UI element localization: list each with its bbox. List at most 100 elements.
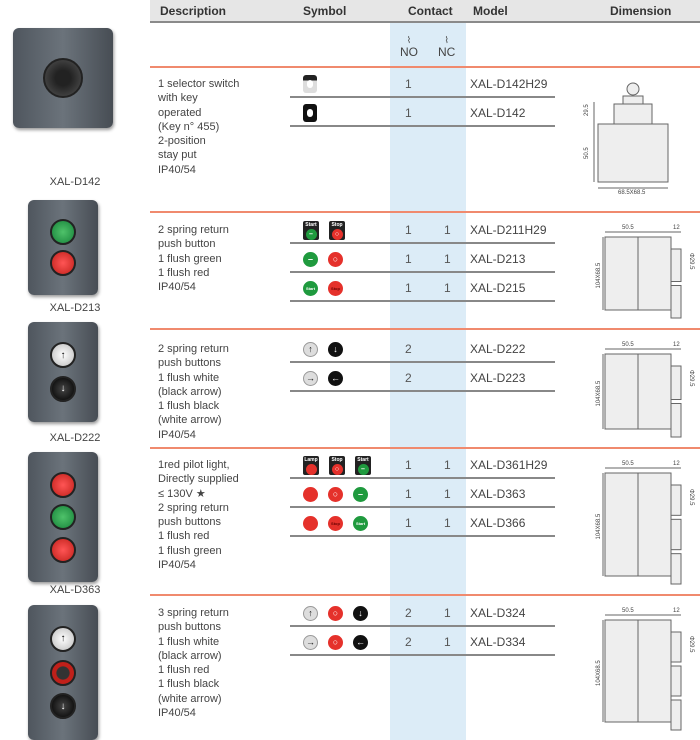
symbol-group: Start Stop xyxy=(303,278,343,298)
row-divider xyxy=(290,125,555,127)
key-button xyxy=(43,58,83,98)
svg-text:12: 12 xyxy=(673,461,680,467)
no-count: 1 xyxy=(405,281,412,295)
white-button: ↑ xyxy=(50,625,76,652)
model-number: XAL-D324 xyxy=(470,606,526,620)
svg-text:104X68.5: 104X68.5 xyxy=(596,380,602,406)
row-divider xyxy=(290,242,555,244)
white-button: ↑ xyxy=(50,342,76,369)
red-lamp-icon xyxy=(303,486,318,502)
symbol-group: →○← xyxy=(303,632,368,652)
black-down-arrow-icon: ↓ xyxy=(328,341,343,357)
dim-width: 50.5 xyxy=(622,225,634,231)
model-number: XAL-D213 xyxy=(470,252,526,266)
symbol-group xyxy=(303,103,317,123)
green-button xyxy=(50,504,76,530)
red-button xyxy=(50,471,76,498)
symbol-group: Start–Stop○ xyxy=(303,220,345,240)
dimension-drawing: 29.5 50.5 68.5X68.5 xyxy=(566,74,696,210)
row-divider xyxy=(290,271,555,273)
symbol-group: ↑↓ xyxy=(303,339,343,359)
no-count: 1 xyxy=(405,77,412,91)
svg-text:50.5: 50.5 xyxy=(584,147,590,159)
black-button: ↓ xyxy=(50,693,76,720)
nc-count: 1 xyxy=(444,516,451,530)
red-stop-text-icon: Stop xyxy=(328,515,343,531)
model-number: XAL-D215 xyxy=(470,281,526,295)
svg-text:68.5X68.5: 68.5X68.5 xyxy=(618,190,646,196)
red-flush-icon: ○ xyxy=(328,251,343,267)
product-image xyxy=(8,28,118,128)
nc-label: NC xyxy=(438,45,456,59)
table-header: Description Symbol Contact Model Dimensi… xyxy=(150,0,700,23)
model-number: XAL-D142H29 xyxy=(470,77,548,91)
svg-text:29.5: 29.5 xyxy=(584,104,590,116)
red-flush-icon: ○ xyxy=(328,486,343,502)
red-button xyxy=(50,536,76,563)
nc-count: 1 xyxy=(444,635,451,649)
red-flush-icon: ○ xyxy=(328,605,343,621)
red-stop-text-icon: Stop xyxy=(328,280,343,296)
green-start-label-lens: – xyxy=(305,228,317,240)
row-divider xyxy=(290,361,555,363)
symbol-group: →← xyxy=(303,368,343,388)
no-count: 1 xyxy=(405,458,412,472)
model-number: XAL-D363 xyxy=(470,487,526,501)
product-description: 2 spring return push buttons 1 flush whi… xyxy=(158,343,229,441)
red-stop-label-lens: ○ xyxy=(331,463,343,475)
svg-text:Φ29.5: Φ29.5 xyxy=(688,253,694,270)
model-number: XAL-D223 xyxy=(470,371,526,385)
green-start-label-caption: Start xyxy=(305,221,317,228)
nc-count: 1 xyxy=(444,223,451,237)
no-count: 2 xyxy=(405,342,412,356)
no-count: 1 xyxy=(405,106,412,120)
black-left-arrow-icon: ← xyxy=(353,634,368,650)
white-up-arrow-icon: ↑ xyxy=(303,605,318,621)
red-stop-label-caption: Stop xyxy=(331,456,343,463)
symbol-group xyxy=(303,74,317,94)
svg-text:Φ29.5: Φ29.5 xyxy=(688,370,694,387)
green-flush-icon: – xyxy=(353,486,368,502)
green-start-label-icon: Start– xyxy=(355,455,371,475)
table-row: 1 XAL-D142H29 xyxy=(0,74,700,102)
white-right-arrow-icon: → xyxy=(303,370,318,386)
enclosure: ↑↓ xyxy=(28,322,98,422)
svg-text:104X68.5: 104X68.5 xyxy=(596,262,602,288)
header-dimension: Dimension xyxy=(610,4,672,18)
no-count: 1 xyxy=(405,516,412,530)
key-selector-black-icon xyxy=(303,104,317,122)
svg-text:Φ29.5: Φ29.5 xyxy=(688,636,694,653)
green-start-text-icon: Start xyxy=(303,280,318,296)
row-divider xyxy=(290,477,555,479)
product-label: XAL-D222 xyxy=(49,432,101,444)
green-start-text-icon: Start xyxy=(353,515,368,531)
symbol-group: Stop Start xyxy=(303,513,368,533)
product-description: 2 spring return push button 1 flush gree… xyxy=(158,224,229,294)
model-number: XAL-D222 xyxy=(470,342,526,356)
header-model: Model xyxy=(473,4,508,18)
no-count: 2 xyxy=(405,606,412,620)
no-count: 1 xyxy=(405,487,412,501)
no-contact-symbol: ⌇NO xyxy=(400,35,418,59)
enclosure xyxy=(28,452,98,582)
product-description: 1 selector switch with key operated (Key… xyxy=(158,78,240,176)
green-button xyxy=(50,218,76,245)
row-divider xyxy=(290,390,555,392)
section-divider xyxy=(150,447,700,449)
section-divider xyxy=(150,594,700,596)
header-symbol: Symbol xyxy=(303,4,347,18)
no-count: 2 xyxy=(405,635,412,649)
nc-count: 1 xyxy=(444,252,451,266)
red-stop-label-caption: Stop xyxy=(331,221,343,228)
section-divider xyxy=(150,211,700,213)
product-label: XAL-D142 xyxy=(49,176,101,188)
black-left-arrow-icon: ← xyxy=(328,370,343,386)
green-start-label-caption: Start xyxy=(357,456,369,463)
